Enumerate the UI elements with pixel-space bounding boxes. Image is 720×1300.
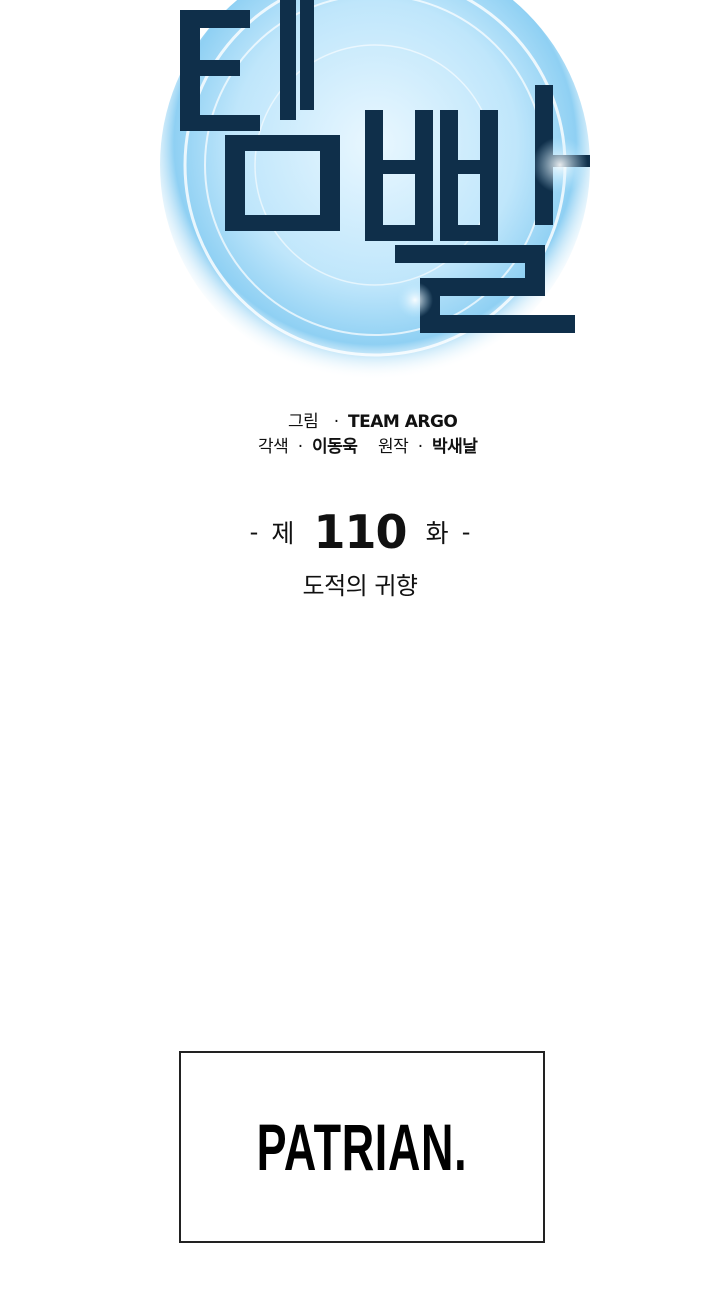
dash-left: - bbox=[249, 518, 259, 546]
episode-title: 도적의 귀향 bbox=[302, 572, 418, 600]
credit-art-role: 그림 bbox=[288, 412, 319, 432]
credit-art: 그림 · TEAM ARGO bbox=[288, 407, 458, 432]
logo-letter-tem bbox=[180, 0, 340, 231]
episode-number: - 제 110 화 - bbox=[0, 505, 720, 559]
episode-prefix: 제 bbox=[271, 519, 295, 548]
separator-dot: · bbox=[417, 437, 423, 457]
credit-original: 원작 · 박새날 bbox=[378, 432, 478, 457]
separator-dot: · bbox=[297, 437, 303, 457]
publisher-logo: PATRIAN. bbox=[256, 1110, 468, 1184]
dash-right: - bbox=[461, 518, 471, 546]
credit-original-role: 원작 bbox=[378, 437, 409, 457]
series-logo bbox=[0, 0, 720, 380]
credit-original-name: 박새날 bbox=[432, 437, 478, 457]
episode-suffix: 화 bbox=[425, 519, 449, 548]
credit-adapt: 각색 · 이동욱 bbox=[258, 432, 358, 457]
credit-adapt-role: 각색 bbox=[258, 437, 289, 457]
logo-artwork bbox=[160, 0, 590, 380]
credit-art-name: TEAM ARGO bbox=[348, 412, 458, 432]
separator-dot: · bbox=[333, 412, 339, 432]
publisher-box: PATRIAN. bbox=[179, 1051, 545, 1243]
episode-num: 110 bbox=[313, 505, 407, 559]
credit-adapt-name: 이동욱 bbox=[312, 437, 358, 457]
